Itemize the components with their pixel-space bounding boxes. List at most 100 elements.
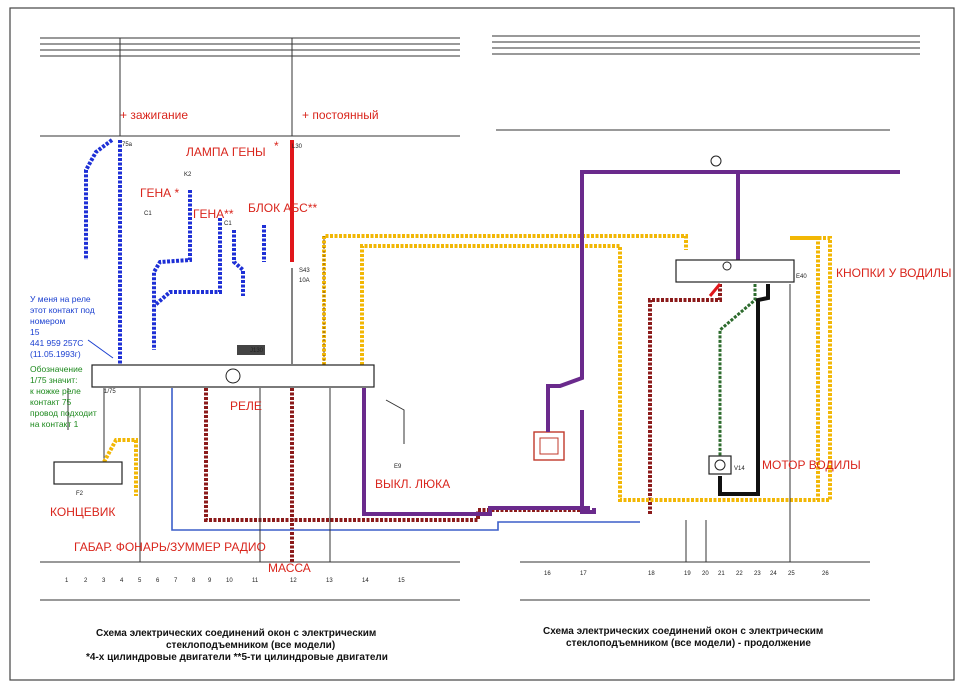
label-f2: F2 xyxy=(76,491,84,497)
switch-e40-block xyxy=(675,259,795,283)
green-motor-wire xyxy=(718,284,757,458)
right-panel: КНОПКИ У ВОДИЛЫ МОТОР ВОДИЛЫ E40 V14 16 … xyxy=(492,35,951,649)
blue-wire-group xyxy=(84,138,266,365)
label-v14: V14 xyxy=(734,466,745,472)
main-feed-lines xyxy=(119,38,293,136)
label-limit-switch: КОНЦЕВИК xyxy=(50,505,115,519)
ground-point-icon xyxy=(710,155,722,167)
limit-switch-f2 xyxy=(53,461,123,485)
note-green-line: провод подходит xyxy=(30,408,97,418)
caption-right-line: стеклоподъемником (все модели) - продолж… xyxy=(566,638,811,649)
thin-blue-wire xyxy=(171,388,640,531)
grid-number: 5 xyxy=(138,578,142,584)
grid-number: 7 xyxy=(174,578,178,584)
purple-wire-hatch xyxy=(362,388,590,516)
left-top-bus xyxy=(40,37,460,137)
note-blue-line: 441 959 257C xyxy=(30,338,83,348)
note-green-line: на контакт 1 xyxy=(30,419,79,429)
grid-number: 12 xyxy=(290,578,297,584)
right-yellow-wire xyxy=(620,236,820,502)
grid-number: 20 xyxy=(702,571,709,577)
label-driver-buttons: КНОПКИ У ВОДИЛЫ xyxy=(836,266,951,280)
label-l30: L30 xyxy=(292,144,303,150)
grid-number: 25 xyxy=(788,571,795,577)
label-constant: + постоянный xyxy=(302,108,379,122)
label-e40: E40 xyxy=(796,274,807,280)
label-gena-2: ГЕНА** xyxy=(193,207,234,221)
note-green-line: к ножке реле xyxy=(30,386,81,396)
right-red-tap xyxy=(708,283,722,297)
note-green-line: 1/75 значит: xyxy=(30,375,77,385)
grid-number: 1 xyxy=(65,578,69,584)
grid-number: 11 xyxy=(252,578,259,584)
grid-number: 8 xyxy=(192,578,196,584)
left-thin-wires xyxy=(67,388,405,562)
motor-icon xyxy=(714,459,726,471)
note-blue-arrow xyxy=(87,339,114,359)
dark-red-wire xyxy=(204,388,580,522)
note-blue-line: У меня на реле xyxy=(30,294,91,304)
note-blue-line: (11.05.1993г) xyxy=(30,349,81,359)
grid-number: 23 xyxy=(754,571,761,577)
grid-number: 15 xyxy=(398,578,405,584)
grid-number: 22 xyxy=(736,571,743,577)
label-ignition: + зажигание xyxy=(120,108,188,122)
label-ground: МАССА xyxy=(268,561,311,575)
grid-number: 19 xyxy=(684,571,691,577)
label-s43: S43 xyxy=(299,268,310,274)
black-motor-wire xyxy=(718,284,770,496)
right-top-bus xyxy=(492,35,920,601)
label-hatch-switch: ВЫКЛ. ЛЮКА xyxy=(375,477,450,491)
grid-number: 6 xyxy=(156,578,160,584)
caption-left-line: стеклоподъемником (все модели) xyxy=(166,640,335,651)
grid-number: 26 xyxy=(822,571,829,577)
label-relay-pin: 1/75 xyxy=(104,389,116,395)
note-blue-line: 15 xyxy=(30,327,40,337)
left-bottom-bus xyxy=(40,561,460,601)
label-abs-block: БЛОК АБС** xyxy=(248,201,317,215)
label-c1a: C1 xyxy=(144,211,152,217)
label-75a: 75a xyxy=(122,142,133,148)
bottom-numbers-right: 16 17 18 19 20 21 22 23 24 25 26 xyxy=(544,571,829,577)
marker-yellow-wire xyxy=(102,438,138,496)
grid-number: 13 xyxy=(326,578,333,584)
note-green-line: контакт 75 xyxy=(30,397,72,407)
page-frame xyxy=(9,7,955,681)
label-j130: J130 xyxy=(250,348,264,354)
label-10a: 10A xyxy=(299,278,310,284)
grid-number: 17 xyxy=(580,571,587,577)
label-k2: K2 xyxy=(184,172,192,178)
grid-number: 4 xyxy=(120,578,124,584)
bottom-numbers-left: 1 2 3 4 5 6 7 8 9 10 11 12 13 14 15 xyxy=(65,578,405,584)
label-gena-1: ГЕНА * xyxy=(140,186,180,200)
grid-number: 2 xyxy=(84,578,88,584)
note-green: Обозначение 1/75 значит: к ножке реле ко… xyxy=(30,364,97,429)
grid-number: 18 xyxy=(648,571,655,577)
hatch-component-inner xyxy=(539,437,559,455)
caption-left-line: *4-х цилиндровые двигатели **5-ти цилинд… xyxy=(86,652,388,663)
label-c1b: C1 xyxy=(224,221,232,227)
note-blue: У меня на реле этот контакт под номером … xyxy=(30,294,114,359)
label-marker-buzzer: ГАБАР. ФОНАРЬ/ЗУММЕР РАДИО xyxy=(74,540,266,554)
caption-right-line: Схема электрических соединений окон с эл… xyxy=(543,626,823,637)
relay-coil-icon xyxy=(225,368,241,384)
caption-left-line: Схема электрических соединений окон с эл… xyxy=(96,628,376,639)
grid-number: 3 xyxy=(102,578,106,584)
grid-number: 16 xyxy=(544,571,551,577)
note-green-line: Обозначение xyxy=(30,364,83,374)
grid-number: 14 xyxy=(362,578,369,584)
hatch-component-box xyxy=(533,431,565,461)
label-driver-motor: МОТОР ВОДИЛЫ xyxy=(762,458,861,472)
left-panel: + зажигание + постоянный ЛАМПА ГЕНЫ * ГЕ… xyxy=(30,37,832,663)
label-relay: РЕЛЕ xyxy=(230,399,262,413)
right-thin-wires xyxy=(685,284,791,562)
grid-number: 9 xyxy=(208,578,212,584)
relay-connector-icon xyxy=(237,345,265,355)
note-blue-line: этот контакт под xyxy=(30,305,95,315)
label-lamp-gen: ЛАМПА ГЕНЫ xyxy=(186,145,266,159)
grid-number: 10 xyxy=(226,578,233,584)
switch-lamp-icon xyxy=(722,261,732,271)
right-dark-red-wire xyxy=(648,284,722,515)
